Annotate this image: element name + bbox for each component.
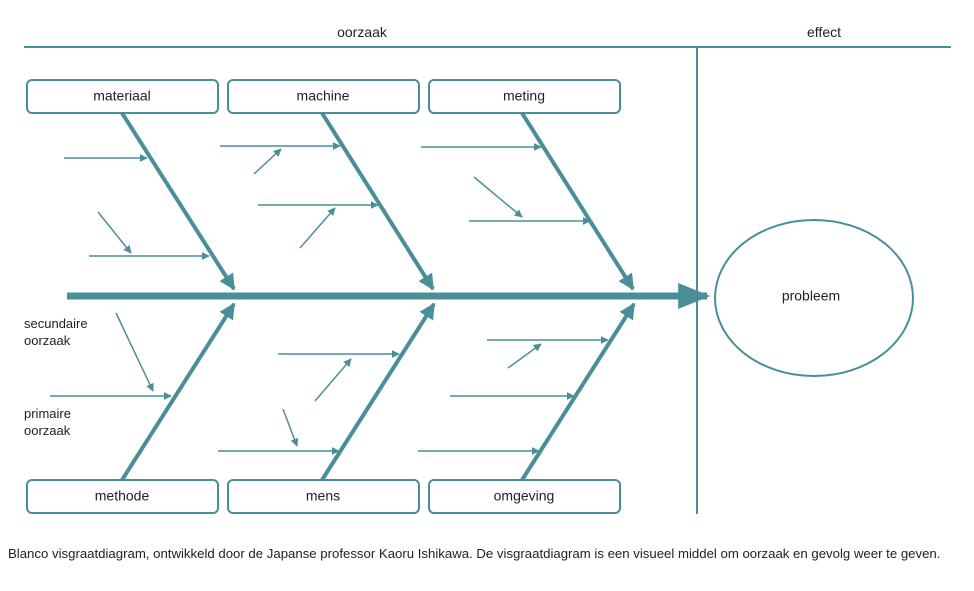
secondary-cause-arrow [115,312,154,392]
cause-header: oorzaak [337,24,388,40]
bone-machine [320,111,435,291]
bone-materiaal [120,111,236,291]
category-label-materiaal: materiaal [93,88,151,104]
bone-meting [520,111,635,291]
secondary-cause-arrow [282,408,299,447]
effect-ellipse [714,219,914,377]
secondary-cause-label: secundaire oorzaak [24,316,91,348]
category-box-meting [428,79,621,114]
primary-cause-label: primaire oorzaak [24,406,75,438]
category-label-mens: mens [306,488,340,504]
secondary-cause-arrow [299,207,336,249]
primary-cause-label-line2: oorzaak [24,423,71,438]
category-label-machine: machine [297,88,350,104]
bone-methode [120,302,236,482]
bone-omgeving [520,302,636,482]
secondary-cause-arrow [253,148,282,175]
primary-cause-label-line1: primaire [24,406,71,421]
category-label-meting: meting [503,88,545,104]
secondary-cause-arrow [97,211,132,254]
effect-label: probleem [782,288,840,304]
figure-caption: Blanco visgraatdiagram, ontwikkeld door … [8,546,941,561]
category-box-omgeving [428,479,621,514]
bone-mens [320,302,436,482]
secondary-cause-arrow [473,176,523,218]
secondary-cause-arrow [507,343,542,369]
effect-header: effect [807,24,841,40]
category-label-methode: methode [95,488,150,504]
secondary-cause-label-line1: secundaire [24,316,88,331]
secondary-cause-label-line2: oorzaak [24,333,71,348]
category-label-omgeving: omgeving [494,488,555,504]
secondary-cause-arrow [314,358,352,402]
